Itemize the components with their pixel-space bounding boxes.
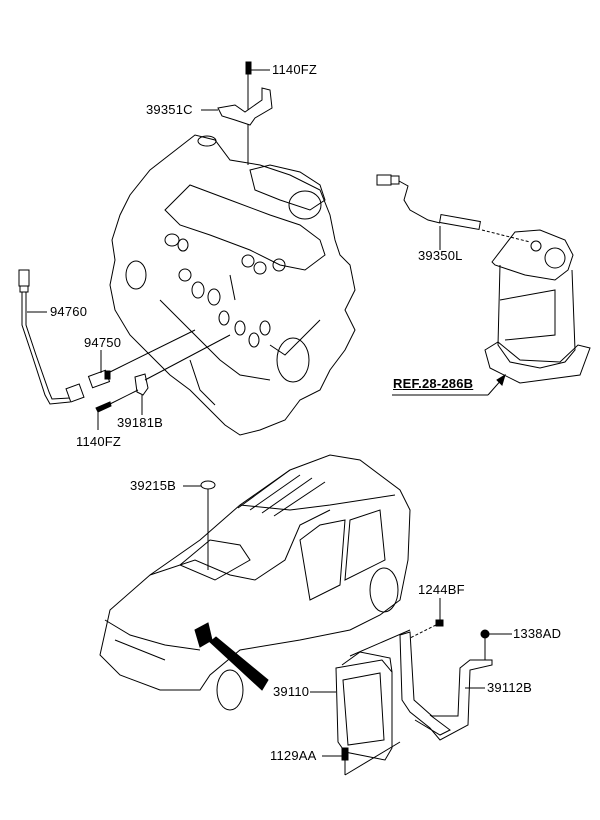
ref-arrow [392,373,506,396]
ecu-39110 [310,629,411,761]
grommet-39215b [183,480,216,570]
bolt-1140fz-bottom [95,389,139,430]
knock-sensor-94750 [87,329,196,389]
label-1244bf[interactable]: 1244BF [418,582,465,597]
engine-block [109,134,356,436]
label-1338ad[interactable]: 1338AD [513,626,562,641]
label-1140fz-top[interactable]: 1140FZ [272,62,318,77]
label-94750[interactable]: 94750 [84,335,122,350]
label-39181b[interactable]: 39181B [117,415,164,430]
bolt-1244bf [409,598,444,639]
label-94760[interactable]: 94760 [50,304,88,319]
label-39350l[interactable]: 39350L [418,248,463,263]
label-39351c[interactable]: 39351C [146,102,193,117]
bracket-39351c [201,87,273,165]
bracket-39181b [134,334,231,415]
ecu-bracket-39112b [399,631,493,741]
label-ref-28-286b[interactable]: REF.28-286B [393,376,474,391]
label-1129aa[interactable]: 1129AA [270,748,317,763]
label-39112b[interactable]: 39112B [487,680,533,695]
bolt-1140fz-top [245,61,270,110]
oxygen-sensor-39350l [376,174,531,250]
vehicle [99,454,411,711]
label-1140fz-bottom[interactable]: 1140FZ [76,434,122,449]
label-39215b[interactable]: 39215B [130,478,177,493]
nut-1338ad [480,629,512,660]
knock-sensor-harness-94760 [18,269,85,405]
catalytic-converter [484,229,591,384]
label-39110[interactable]: 39110 [273,684,310,699]
screw-1129aa [322,741,401,776]
